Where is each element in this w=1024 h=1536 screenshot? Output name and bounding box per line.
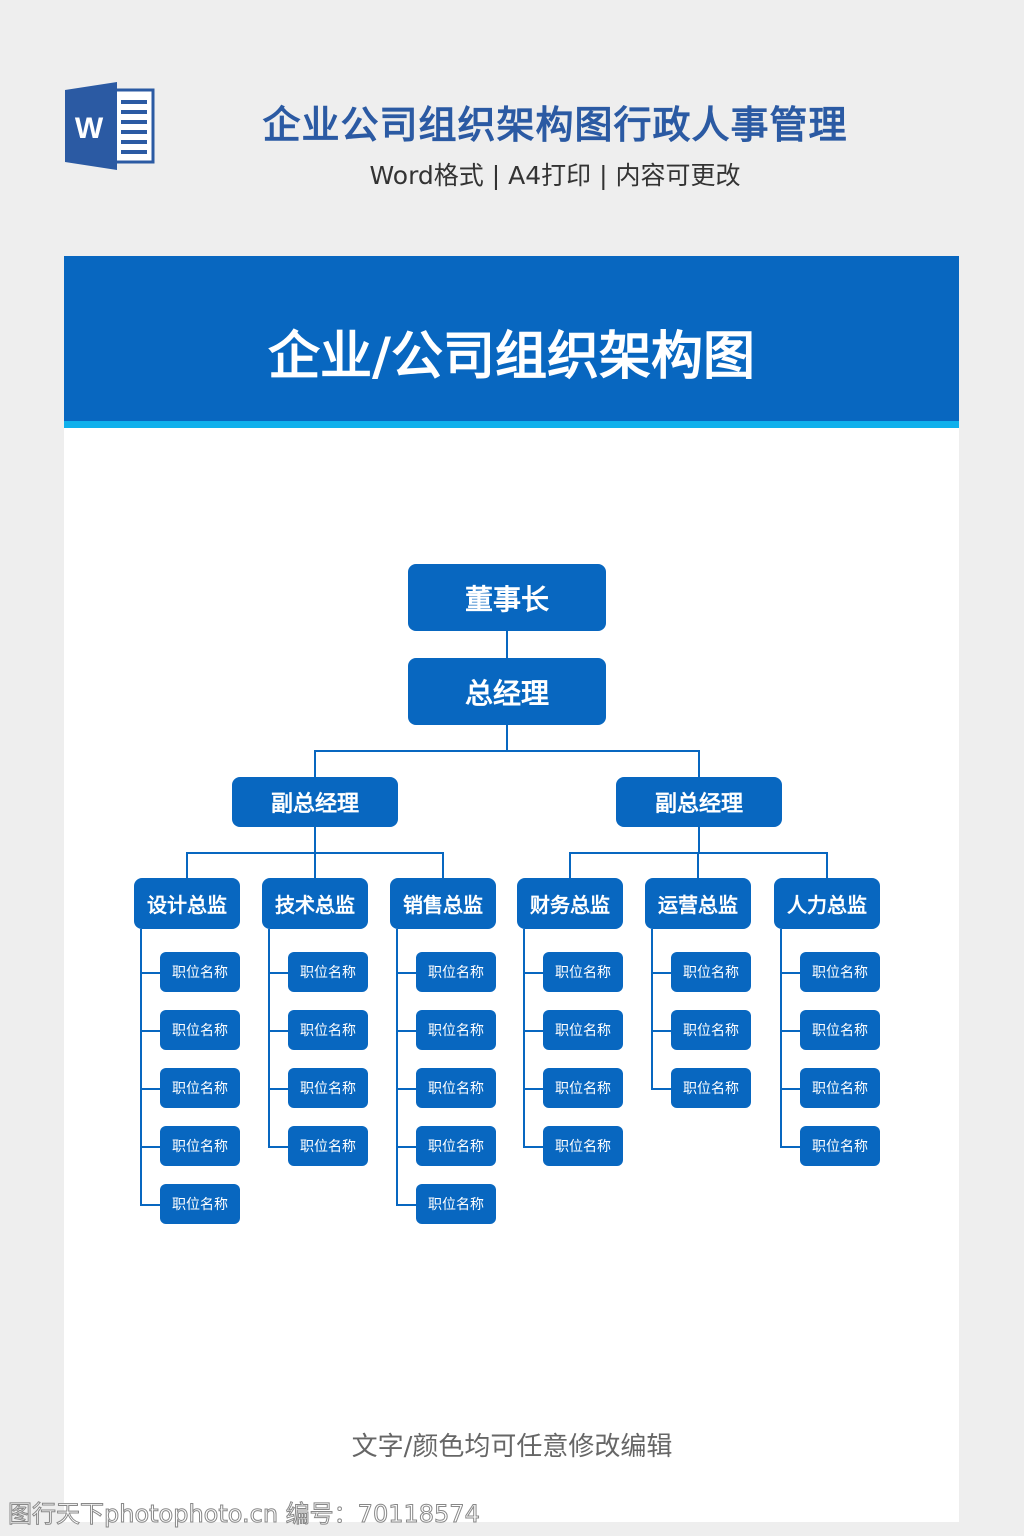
connector-line — [268, 1030, 288, 1032]
department-node: 运营总监 — [645, 878, 751, 929]
connector-line — [523, 1030, 543, 1032]
position-node: 职位名称 — [543, 952, 623, 992]
connector-line — [651, 1030, 671, 1032]
position-node: 职位名称 — [543, 1010, 623, 1050]
position-node: 职位名称 — [671, 952, 751, 992]
position-node: 职位名称 — [416, 1068, 496, 1108]
connector-line — [780, 1030, 800, 1032]
chairman-node: 董事长 — [408, 564, 606, 631]
connector-line — [314, 852, 316, 878]
position-node: 职位名称 — [416, 1010, 496, 1050]
connector-line — [396, 1146, 416, 1148]
position-node: 职位名称 — [160, 1010, 240, 1050]
connector-line — [314, 750, 316, 777]
connector-line — [826, 852, 828, 878]
connector-line — [140, 1030, 160, 1032]
position-node: 职位名称 — [800, 952, 880, 992]
connector-line — [140, 929, 142, 1205]
connector-line — [396, 1204, 416, 1206]
connector-line — [697, 852, 699, 878]
document-title: 企业公司组织架构图行政人事管理 — [262, 103, 848, 147]
banner-accent-strip — [64, 421, 959, 428]
connector-line — [315, 750, 700, 752]
connector-line — [268, 929, 270, 1147]
connector-line — [523, 929, 525, 1147]
connector-line — [523, 972, 543, 974]
connector-line — [396, 972, 416, 974]
connector-line — [523, 1088, 543, 1090]
connector-line — [186, 852, 188, 878]
connector-line — [569, 852, 571, 878]
connector-line — [442, 852, 444, 878]
position-node: 职位名称 — [416, 1126, 496, 1166]
position-node: 职位名称 — [160, 1068, 240, 1108]
org-chart-page: 企业/公司组织架构图 董事长总经理副总经理副总经理设计总监职位名称职位名称职位名… — [64, 256, 959, 1522]
connector-line — [314, 826, 316, 853]
department-node: 人力总监 — [774, 878, 880, 929]
position-node: 职位名称 — [288, 1010, 368, 1050]
position-node: 职位名称 — [160, 952, 240, 992]
connector-line — [140, 1146, 160, 1148]
document-subtitle: Word格式 | A4打印 | 内容可更改 — [369, 161, 741, 190]
connector-line — [651, 972, 671, 974]
connector-line — [780, 972, 800, 974]
connector-line — [268, 1088, 288, 1090]
position-node: 职位名称 — [543, 1068, 623, 1108]
position-node: 职位名称 — [800, 1010, 880, 1050]
position-node: 职位名称 — [671, 1010, 751, 1050]
department-node: 设计总监 — [134, 878, 240, 929]
connector-line — [396, 1030, 416, 1032]
connector-line — [396, 929, 398, 1205]
department-node: 销售总监 — [390, 878, 496, 929]
connector-line — [396, 1088, 416, 1090]
connector-line — [268, 972, 288, 974]
connector-line — [698, 750, 700, 777]
position-node: 职位名称 — [800, 1068, 880, 1108]
vice-manager-node: 副总经理 — [616, 777, 782, 827]
connector-line — [506, 631, 508, 658]
position-node: 职位名称 — [288, 1068, 368, 1108]
connector-line — [780, 1146, 800, 1148]
connector-line — [698, 826, 700, 853]
svg-text:W: W — [75, 112, 104, 145]
position-node: 职位名称 — [543, 1126, 623, 1166]
watermark: 图行天下photophoto.cn 编号：70118574 — [8, 1500, 481, 1529]
position-node: 职位名称 — [160, 1126, 240, 1166]
connector-line — [523, 1146, 543, 1148]
connector-line — [140, 972, 160, 974]
connector-line — [506, 725, 508, 750]
department-node: 技术总监 — [262, 878, 368, 929]
banner-title: 企业/公司组织架构图 — [268, 327, 755, 387]
connector-line — [140, 1204, 160, 1206]
department-node: 财务总监 — [517, 878, 623, 929]
title-banner: 企业/公司组织架构图 — [64, 256, 959, 421]
position-node: 职位名称 — [416, 952, 496, 992]
connector-line — [651, 929, 653, 1089]
position-node: 职位名称 — [288, 952, 368, 992]
general-manager-node: 总经理 — [408, 658, 606, 725]
connector-line — [651, 1088, 671, 1090]
vice-manager-node: 副总经理 — [232, 777, 398, 827]
position-node: 职位名称 — [671, 1068, 751, 1108]
position-node: 职位名称 — [416, 1184, 496, 1224]
position-node: 职位名称 — [800, 1126, 880, 1166]
position-node: 职位名称 — [288, 1126, 368, 1166]
position-node: 职位名称 — [160, 1184, 240, 1224]
footer-note: 文字/颜色均可任意修改编辑 — [351, 1432, 673, 1462]
connector-line — [268, 1146, 288, 1148]
connector-line — [140, 1088, 160, 1090]
connector-line — [780, 929, 782, 1147]
word-document-icon: W — [65, 82, 155, 170]
connector-line — [780, 1088, 800, 1090]
